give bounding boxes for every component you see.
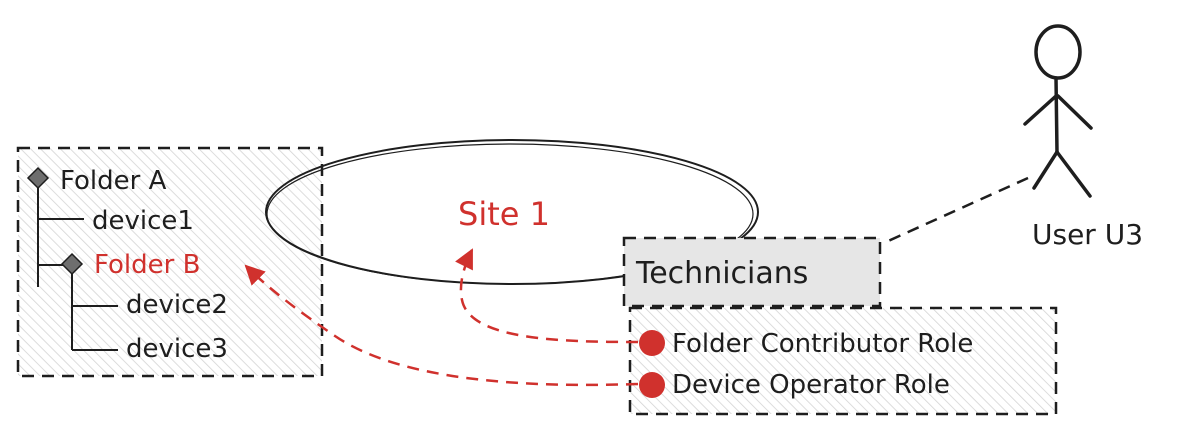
folder-a-label: Folder A — [60, 166, 167, 196]
arrow-role-to-site — [455, 248, 639, 344]
roles-box — [628, 306, 1058, 416]
user-stick-figure-icon — [1023, 24, 1093, 198]
folder-b-diamond-icon — [60, 252, 84, 276]
folder-b-label: Folder B — [94, 250, 200, 280]
device2-label: device2 — [126, 290, 228, 320]
site-label: Site 1 — [458, 195, 550, 233]
folder-a-diamond-icon — [26, 166, 50, 190]
technicians-group-box — [622, 236, 882, 308]
arrow-role-to-folder-b — [244, 264, 639, 387]
technicians-label: Technicians — [635, 256, 808, 291]
user-group-connector — [885, 176, 1029, 244]
folder-contributor-dot-icon — [639, 330, 665, 356]
device3-label: device3 — [126, 334, 228, 364]
tree-lines — [37, 180, 118, 351]
site-ellipse — [265, 139, 759, 285]
device-operator-role-label: Device Operator Role — [672, 370, 950, 400]
device1-label: device1 — [92, 206, 194, 236]
folder-contributor-role-label: Folder Contributor Role — [672, 329, 973, 359]
device-operator-dot-icon — [639, 372, 665, 398]
user-label: User U3 — [1032, 218, 1143, 251]
